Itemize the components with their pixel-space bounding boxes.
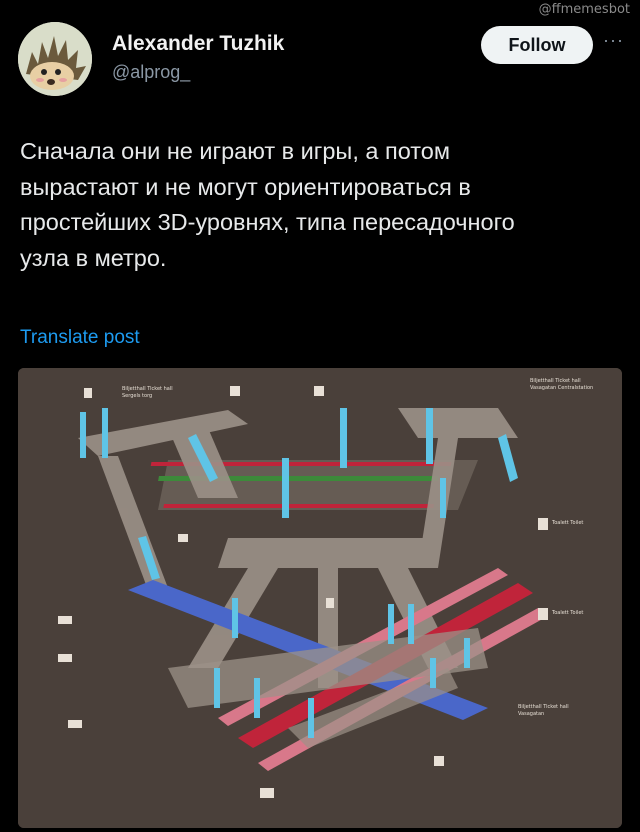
toilet-label-2: Toalett Toilet xyxy=(551,610,583,616)
ticket-hall-label-2b: Vasagatan Centralstation xyxy=(530,385,593,391)
post-image-metro-map[interactable]: Biljetthall Ticket hall Sergels torg Bil… xyxy=(18,368,622,828)
author-handle[interactable]: @alprog_ xyxy=(112,62,191,82)
ticket-hall-label-2: Biljetthall Ticket hall xyxy=(530,378,581,384)
legend-icons xyxy=(58,386,548,798)
toilet-label-1: Toalett Toilet xyxy=(551,520,583,526)
author-name[interactable]: Alexander Tuzhik xyxy=(112,32,285,55)
ticket-hall-label-3b: Vasagatan xyxy=(518,711,544,717)
more-options-icon[interactable]: ··· xyxy=(603,30,624,50)
translate-post-link[interactable]: Translate post xyxy=(20,327,140,348)
post-text-line: Сначала они не играют в игры, а потом xyxy=(20,138,450,164)
post-text: Сначала они не играют в игры, а потом вы… xyxy=(20,134,620,276)
ticket-hall-label-3: Biljetthall Ticket hall xyxy=(518,704,569,710)
hedgehog-avatar-icon xyxy=(18,22,92,96)
follow-button[interactable]: Follow xyxy=(481,26,593,64)
author-avatar[interactable] xyxy=(18,22,92,96)
platform-red-upper xyxy=(150,462,452,466)
platform-red-upper-2 xyxy=(163,504,435,508)
ticket-hall-label-1b: Sergels torg xyxy=(122,393,152,399)
ticket-hall-label-1: Biljetthall Ticket hall xyxy=(122,386,173,392)
post-text-line: узла в метро. xyxy=(20,244,167,271)
post-text-line: простейших 3D-уровнях, типа пересадочног… xyxy=(20,209,515,235)
escalators xyxy=(80,408,518,738)
watermark: @ffmemesbot xyxy=(538,2,630,17)
metro-map-illustration: Biljetthall Ticket hall Sergels torg Bil… xyxy=(18,368,622,828)
post-text-line: вырастают и не могут ориентироваться в xyxy=(20,173,471,200)
post-header: Alexander Tuzhik @alprog_ Follow ··· xyxy=(18,18,624,98)
